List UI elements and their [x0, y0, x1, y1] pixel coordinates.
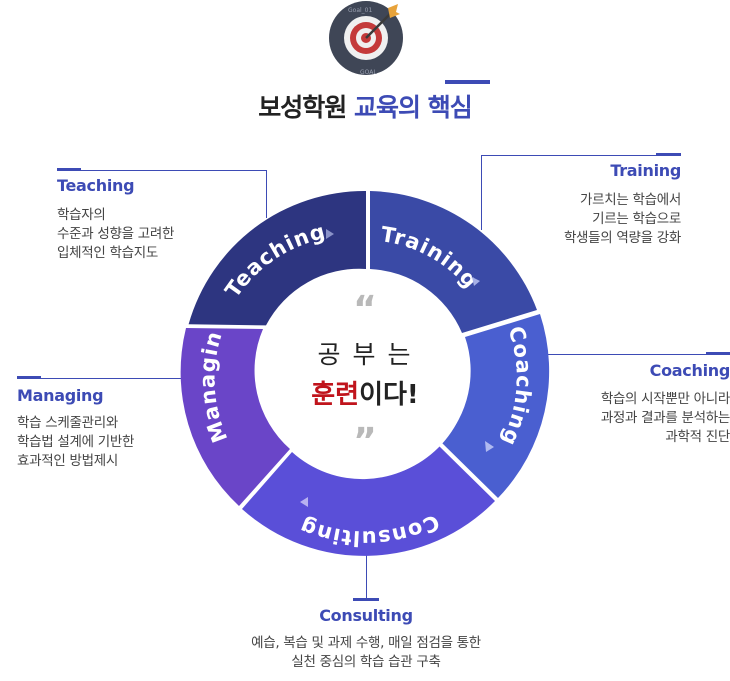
target-icon-label-top: Goal_01: [348, 7, 372, 14]
segment-training: [370, 191, 537, 333]
consulting-title-bar: [353, 598, 379, 601]
center-highlight: 훈련: [311, 380, 359, 410]
consulting-title: Consulting: [319, 606, 413, 625]
title-accent: 교육의 핵심: [354, 93, 473, 122]
training-connector-v: [481, 155, 482, 230]
segment-consulting: [242, 446, 495, 556]
segment-managing: [180, 328, 290, 506]
managing-body: 학습 스케줄관리와 학습법 설계에 기반한 효과적인 방법제시: [17, 415, 135, 469]
center-rest: 이다!: [359, 380, 419, 410]
teaching-connector: [57, 170, 267, 171]
managing-connector: [17, 378, 182, 379]
core-wheel: Training Coaching Consulting Managing Te…: [180, 189, 550, 556]
title-main: 보성학원: [258, 93, 347, 122]
managing-title: Managing: [17, 386, 104, 405]
teaching-connector-v: [266, 170, 267, 218]
segment-teaching: [188, 190, 366, 326]
coaching-body: 학습의 시작뿐만 아니라 과정과 결과를 분석하는 과학적 진단: [600, 391, 730, 445]
coaching-arrow-icon: [485, 441, 494, 452]
training-arrow-icon: [472, 277, 480, 286]
managing-title-bar: [17, 376, 41, 379]
segment-coaching: [442, 314, 550, 498]
training-title: Training: [610, 161, 681, 180]
page-title: 보성학원 교육의 핵심: [0, 88, 730, 124]
coaching-connector: [548, 354, 730, 355]
consulting-arrow-icon: [300, 497, 308, 507]
consulting-body: 예습, 복습 및 과제 수행, 매일 점검을 통한 실천 중심의 학습 습관 구…: [251, 635, 481, 670]
center-text-line1: 공 부 는: [318, 340, 413, 369]
training-body: 가르치는 학습에서 기르는 학습으로 학생들의 역량을 강화: [563, 192, 681, 246]
open-quote-icon: “: [353, 289, 377, 330]
teaching-body: 학습자의 수준과 성향을 고려한 입체적인 학습지도: [57, 207, 175, 261]
teaching-arrow-icon: [326, 229, 334, 239]
center-text-line2: 훈련이다!: [311, 380, 419, 410]
coaching-title: Coaching: [649, 361, 730, 380]
target-icon-label-bottom: GOAL: [360, 69, 377, 76]
wheel-segments: [180, 190, 550, 556]
close-quote-icon: ”: [353, 421, 377, 462]
teaching-title: Teaching: [57, 176, 135, 195]
title-accent-bar: [445, 80, 490, 84]
consulting-connector: [366, 555, 367, 600]
coaching-title-bar: [706, 352, 730, 355]
training-title-bar: [656, 153, 681, 156]
target-icon: Goal_01 GOAL: [326, 0, 406, 80]
training-connector: [481, 155, 681, 156]
teaching-title-bar: [57, 168, 81, 171]
